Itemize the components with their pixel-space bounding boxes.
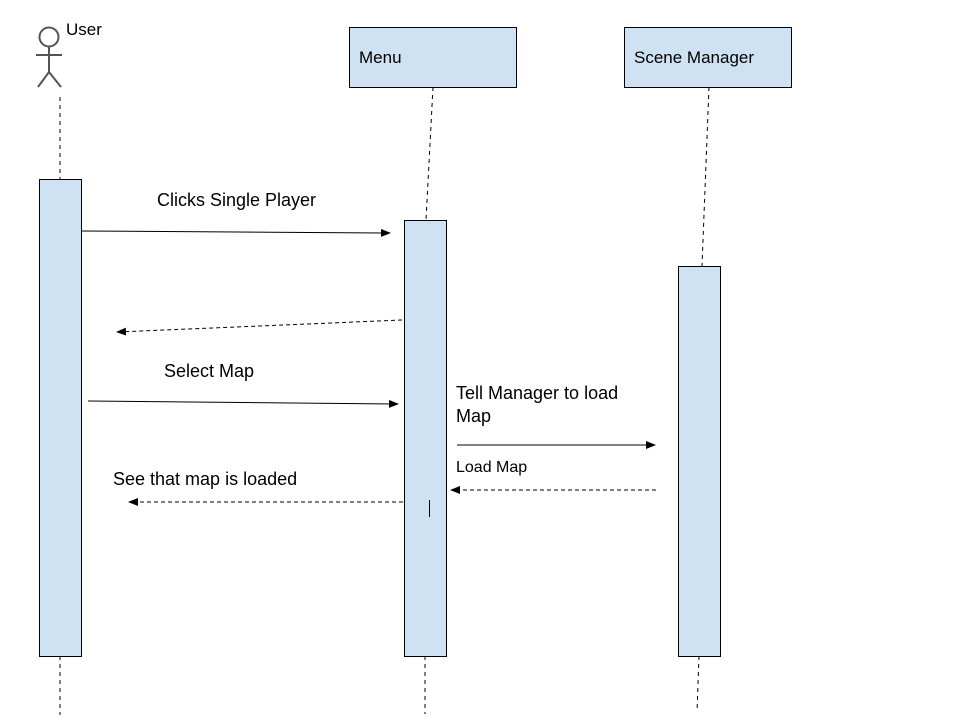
message-label-tell-manager: Tell Manager to load Map: [456, 383, 619, 426]
message-arrow-select-map: [87, 399, 399, 408]
menu-header-box: [349, 27, 517, 88]
menu-activation-bar: [404, 220, 447, 657]
message-label-clicks-single-player: Clicks Single Player: [157, 190, 317, 210]
user-actor-icon: [36, 26, 62, 88]
scene-manager-activation-bar: [678, 266, 721, 657]
scene-manager-lifeline-bottom: [696, 655, 700, 713]
scene-manager-participant-label: Scene Manager: [634, 48, 755, 67]
menu-lifeline-top: [425, 86, 434, 221]
message-label-map-loaded: See that map is loaded: [113, 469, 298, 489]
message-arrow-return-1: [116, 319, 403, 336]
scene-manager-lifeline-top: [701, 86, 710, 267]
user-activation-bar: [39, 179, 82, 657]
user-actor-label: User: [66, 20, 102, 39]
scene-manager-header-box: [624, 27, 792, 88]
menu-participant-label: Menu: [359, 48, 402, 67]
message-label-select-map: Select Map: [164, 361, 255, 381]
message-label-load-map: Load Map: [456, 459, 528, 476]
message-arrow-clicks-single-player: [81, 228, 391, 237]
